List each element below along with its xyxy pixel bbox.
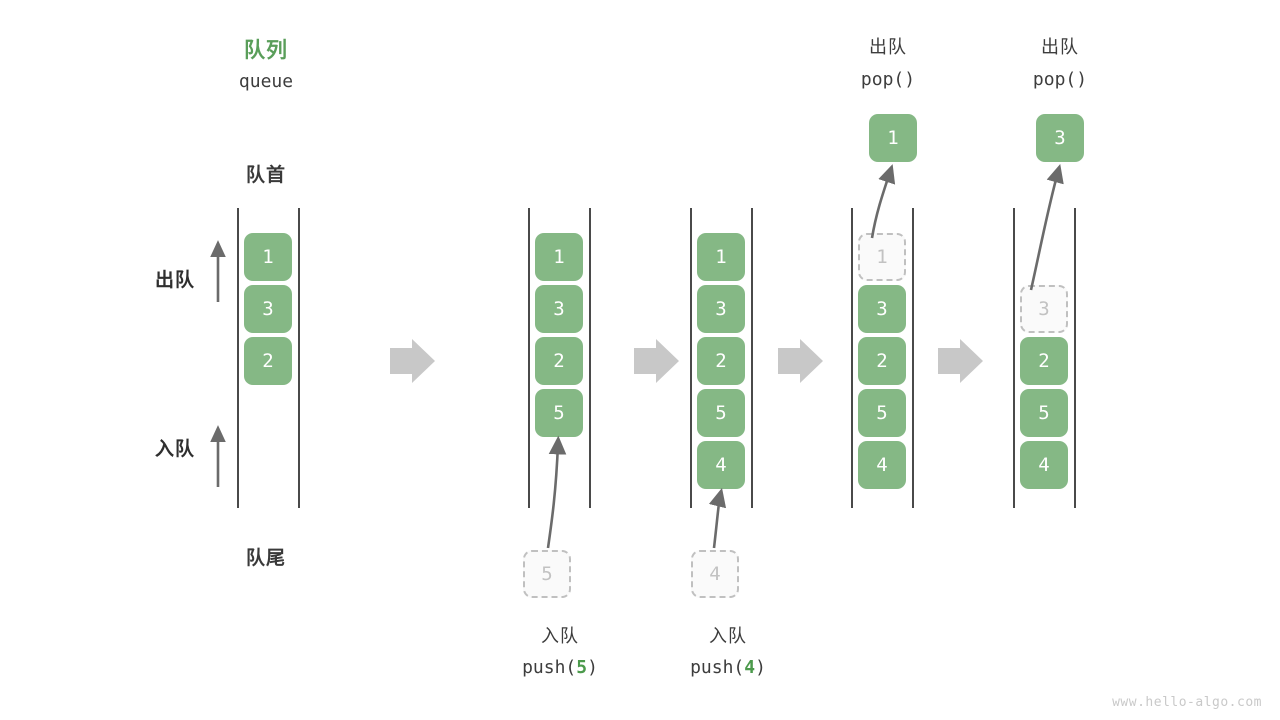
queue-front-label: 队首	[245, 165, 286, 186]
queue-rail-left	[851, 208, 853, 508]
queue-rail-left	[528, 208, 530, 508]
queue-cell-pop-3-1: 3	[1020, 285, 1068, 333]
push-4-label-code: push(4)	[663, 657, 793, 678]
queue-rail-right	[751, 208, 753, 508]
popped-element-3: 3	[1036, 114, 1084, 162]
transition-arrow-3	[778, 339, 823, 383]
queue-cell-push-5-0: 1	[535, 233, 583, 281]
queue-rail-right	[912, 208, 914, 508]
queue-cell-push-4-2: 2	[697, 337, 745, 385]
pop-1-label-code: pop()	[860, 69, 916, 90]
queue-cell-pop-1-1: 3	[858, 285, 906, 333]
queue-cell-push-4-1: 3	[697, 285, 745, 333]
push-5-label-cn: 入队	[541, 626, 579, 646]
push-4-label-cn: 入队	[709, 626, 747, 646]
transition-arrow-1	[390, 339, 435, 383]
pop-1-label-cn: 出队	[869, 37, 907, 57]
dequeue-direction-label: 出队	[154, 270, 195, 291]
queue-cell-push-5-3: 5	[535, 389, 583, 437]
queue-cell-initial-0: 1	[244, 233, 292, 281]
queue-cell-pop-1-3: 5	[858, 389, 906, 437]
queue-rail-right	[589, 208, 591, 508]
queue-back-label: 队尾	[245, 548, 286, 569]
push-5-code-value: 5	[576, 657, 588, 678]
queue-rail-right	[298, 208, 300, 508]
queue-rail-left	[690, 208, 692, 508]
queue-cell-push-4-4: 4	[697, 441, 745, 489]
queue-cell-push-5-2: 2	[535, 337, 583, 385]
popped-element-1: 1	[869, 114, 917, 162]
queue-cell-push-4-3: 5	[697, 389, 745, 437]
push-5-code-prefix: push(	[522, 657, 577, 678]
queue-cell-push-5-1: 3	[535, 285, 583, 333]
queue-cell-pop-1-0: 1	[858, 233, 906, 281]
queue-cell-pop-3-3: 5	[1020, 389, 1068, 437]
transition-arrow-2	[634, 339, 679, 383]
queue-title-cn: 队列	[244, 39, 288, 62]
queue-rail-right	[1074, 208, 1076, 508]
queue-cell-push-4-0: 1	[697, 233, 745, 281]
transition-arrow-4	[938, 339, 983, 383]
queue-cell-initial-2: 2	[244, 337, 292, 385]
push-4-code-value: 4	[744, 657, 756, 678]
enqueue-direction-label: 入队	[154, 439, 195, 460]
pop-3-label-cn: 出队	[1041, 37, 1079, 57]
queue-cell-pop-1-2: 2	[858, 337, 906, 385]
queue-rail-left	[1013, 208, 1015, 508]
queue-cell-pop-3-2: 2	[1020, 337, 1068, 385]
queue-rail-left	[237, 208, 239, 508]
ghost-element-push-5: 5	[523, 550, 571, 598]
watermark: www.hello-algo.com	[1112, 695, 1262, 710]
push-4-code-suffix: )	[755, 657, 766, 678]
push-4-code-prefix: push(	[690, 657, 745, 678]
push-5-label-code: push(5)	[495, 657, 625, 678]
push-5-code-suffix: )	[587, 657, 598, 678]
queue-cell-initial-1: 3	[244, 285, 292, 333]
queue-cell-pop-3-4: 4	[1020, 441, 1068, 489]
pop-3-label-code: pop()	[1032, 69, 1088, 90]
queue-cell-pop-1-4: 4	[858, 441, 906, 489]
ghost-element-push-4: 4	[691, 550, 739, 598]
queue-title-en: queue	[238, 71, 294, 92]
